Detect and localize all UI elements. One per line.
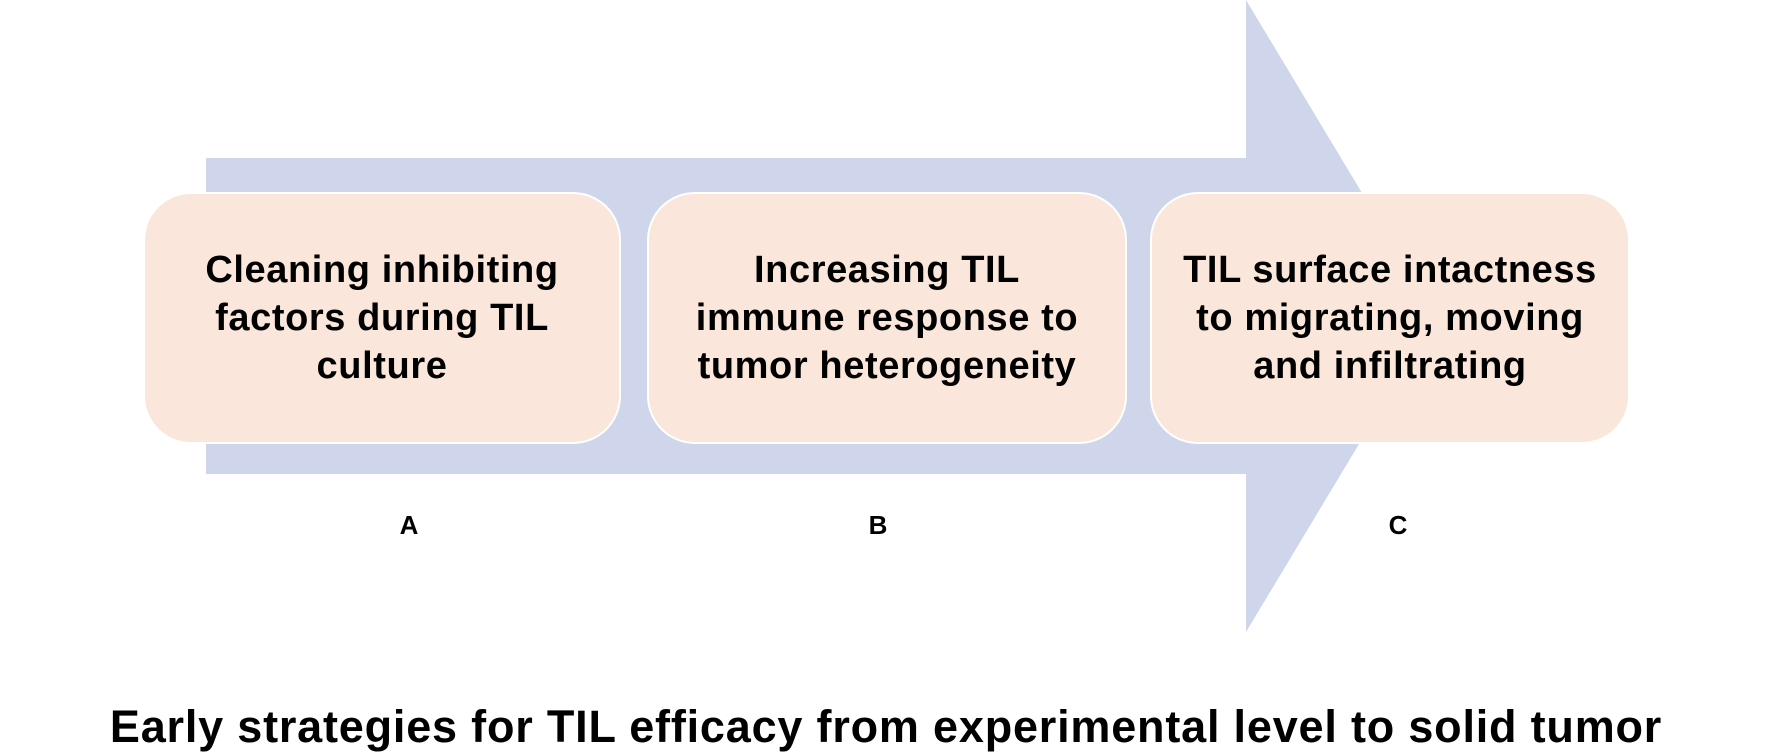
step-label-a: A <box>399 510 419 540</box>
step-box-b: Increasing TIL immune response to tumor … <box>647 192 1127 444</box>
diagram-caption: Early strategies for TIL efficacy from e… <box>109 701 1663 752</box>
step-box-b-text: Increasing TIL immune response to tumor … <box>695 249 1079 387</box>
step-box-c-text: TIL surface intactness to migrating, mov… <box>1183 249 1597 387</box>
step-label-b: B <box>868 510 888 540</box>
step-box-c: TIL surface intactness to migrating, mov… <box>1150 192 1630 444</box>
step-label-c: C <box>1388 510 1408 540</box>
step-box-a-text: Cleaning inhibiting factors during TIL c… <box>205 249 559 387</box>
step-box-a: Cleaning inhibiting factors during TIL c… <box>143 192 621 444</box>
